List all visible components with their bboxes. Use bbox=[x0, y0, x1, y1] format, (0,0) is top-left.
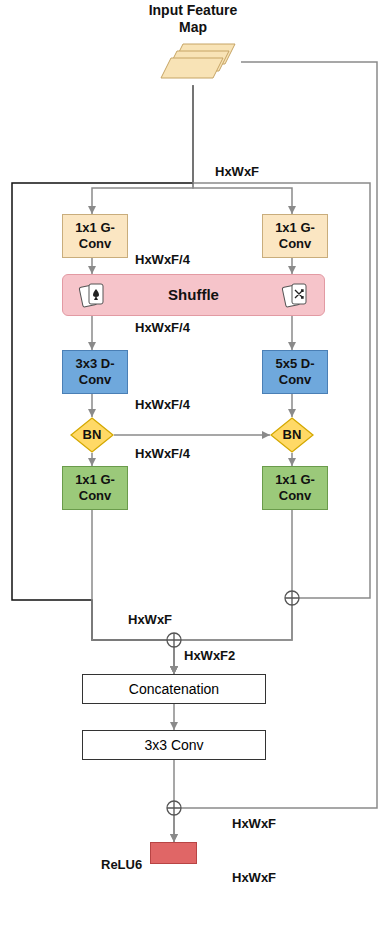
flow-arrow bbox=[291, 394, 293, 417]
dimension-label: HxWxF bbox=[232, 816, 276, 831]
batchnorm-diamond: BN bbox=[270, 417, 314, 453]
concat-box: Concatenation bbox=[82, 674, 266, 704]
group-conv-box: 1x1 G-Conv bbox=[262, 214, 328, 258]
flow-arrow bbox=[291, 453, 293, 466]
node-label: 1x1 G-Conv bbox=[63, 472, 127, 503]
node-label: 3x3 D-Conv bbox=[63, 356, 127, 387]
dimension-label: HxWxF/4 bbox=[135, 446, 190, 461]
group-conv-box: 1x1 G-Conv bbox=[62, 466, 128, 510]
feature-map-sheets bbox=[145, 40, 241, 86]
dimension-label: HxWxF/4 bbox=[135, 252, 190, 267]
node-label: Input Feature Map bbox=[145, 2, 241, 36]
flow-arrow bbox=[12, 86, 193, 674]
dimension-label: HxWxF bbox=[232, 870, 276, 885]
card-icon bbox=[79, 284, 103, 307]
node-label: Shuffle bbox=[168, 286, 219, 304]
dimension-label: HxWxF bbox=[215, 164, 259, 179]
input-feature-map: Input Feature Map bbox=[145, 2, 241, 86]
depthwise-conv-box: 3x3 D-Conv bbox=[62, 350, 128, 394]
node-label: 1x1 G-Conv bbox=[263, 472, 327, 503]
batchnorm-diamond: BN bbox=[70, 417, 114, 453]
flow-arrow bbox=[91, 258, 93, 274]
node-label: Concatenation bbox=[129, 681, 219, 698]
flow-arrow bbox=[91, 453, 93, 466]
group-conv-box: 1x1 G-Conv bbox=[262, 466, 328, 510]
flow-arrow bbox=[92, 510, 174, 674]
node-label: 5x5 D-Conv bbox=[263, 356, 327, 387]
feature-sheet bbox=[161, 58, 223, 78]
shuffle-band: Shuffle bbox=[62, 274, 325, 316]
flow-arrow bbox=[91, 394, 93, 417]
diamond-outline bbox=[271, 418, 313, 452]
flow-arrow bbox=[291, 316, 293, 350]
node-label: BN bbox=[83, 427, 102, 443]
node-label: ReLU6 bbox=[101, 857, 142, 873]
card-icon bbox=[282, 284, 306, 307]
dimension-label: HxWxF bbox=[128, 612, 172, 627]
flow-arrow bbox=[173, 704, 175, 730]
flow-arrow bbox=[174, 510, 292, 674]
activation-box: ReLU6 bbox=[150, 842, 197, 864]
node-label: 1x1 G-Conv bbox=[63, 220, 127, 251]
flow-arrow bbox=[291, 258, 293, 274]
dimension-label: HxWxF2 bbox=[184, 648, 235, 663]
flow-arrow bbox=[193, 86, 292, 214]
dimension-label: HxWxF/4 bbox=[135, 397, 190, 412]
node-label: 1x1 G-Conv bbox=[263, 220, 327, 251]
dimension-label: HxWxF/4 bbox=[135, 320, 190, 335]
flow-arrow bbox=[91, 316, 93, 350]
flow-arrow bbox=[174, 62, 377, 842]
node-label: 3x3 Conv bbox=[144, 737, 203, 754]
flow-arrow bbox=[174, 86, 370, 674]
flow-arrow bbox=[92, 86, 193, 214]
node-label: BN bbox=[283, 427, 302, 443]
conv-box: 3x3 Conv bbox=[82, 730, 266, 760]
diamond-outline bbox=[71, 418, 113, 452]
flow-arrow bbox=[114, 434, 270, 436]
depthwise-conv-box: 5x5 D-Conv bbox=[262, 350, 328, 394]
group-conv-box: 1x1 G-Conv bbox=[62, 214, 128, 258]
